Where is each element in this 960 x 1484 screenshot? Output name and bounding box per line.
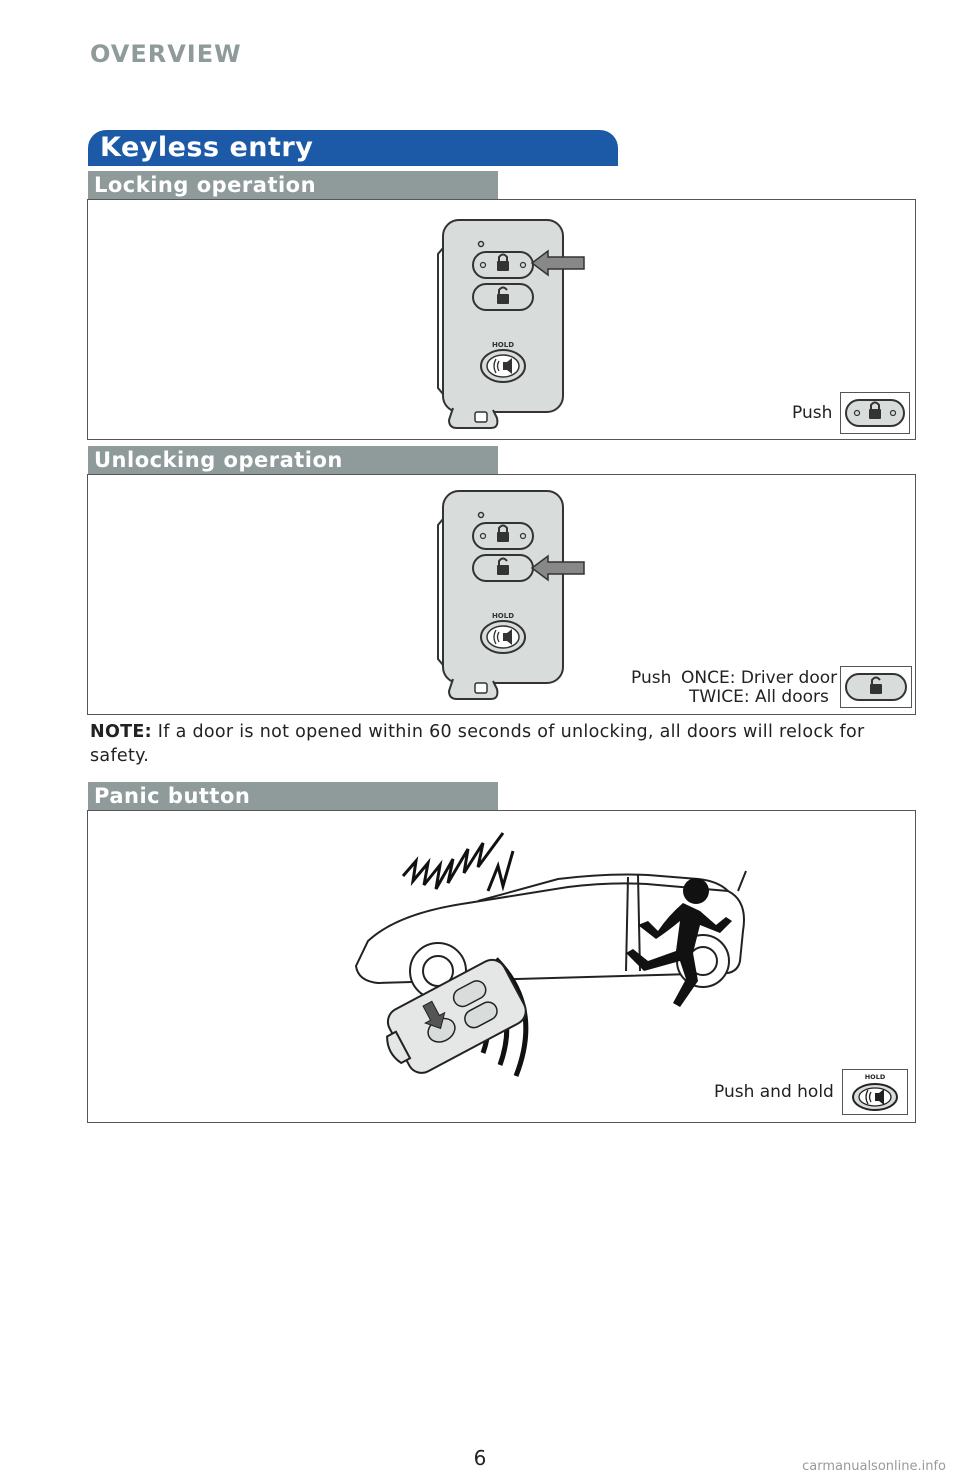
key-fob-icon: HOLD <box>437 219 564 429</box>
panic-alarm-icon <box>493 629 512 645</box>
panic-alarm-icon <box>865 1089 884 1105</box>
panic-alarm-icon <box>493 358 512 374</box>
alarm-sound-marks <box>401 832 515 892</box>
unlock-icon <box>870 676 882 694</box>
arrow-left-icon <box>530 554 585 582</box>
section-header: OVERVIEW <box>90 40 242 68</box>
lock-button-reference <box>840 392 910 434</box>
hold-label: HOLD <box>492 341 514 349</box>
unlocking-panel: HOLD Push ONCE: Driver door TWICE: All d… <box>87 474 916 715</box>
lock-icon <box>497 524 509 542</box>
locking-panel: HOLD Push <box>87 199 916 440</box>
page-title: Keyless entry <box>88 130 618 166</box>
lock-icon <box>497 253 509 271</box>
key-fob-icon: HOLD <box>437 490 564 700</box>
locking-section-title: Locking operation <box>88 171 498 199</box>
unlock-button-reference <box>840 666 912 708</box>
key-fob-unlock-illustration: HOLD <box>437 490 564 700</box>
page-number: 6 <box>473 1446 487 1470</box>
lock-icon <box>869 401 881 419</box>
watermark: carmanualsonline.info <box>802 1459 946 1474</box>
unlock-icon <box>497 557 509 575</box>
unlock-instruction-push: Push <box>631 668 672 688</box>
panic-instruction: Push and hold <box>714 1082 834 1102</box>
hold-label: HOLD <box>865 1073 886 1081</box>
running-person <box>626 878 732 1007</box>
key-fob-icon <box>386 958 527 1074</box>
note-label: NOTE: <box>90 722 152 742</box>
hold-label: HOLD <box>492 612 514 620</box>
panic-car-illustration <box>354 832 747 1077</box>
unlocking-section-title: Unlocking operation <box>88 446 498 474</box>
unlock-instruction-once: ONCE: Driver door <box>681 668 838 688</box>
panic-section-title: Panic button <box>88 782 498 810</box>
arrow-left-icon <box>530 249 585 277</box>
key-fob-lock-illustration: HOLD <box>437 219 564 429</box>
unlock-icon <box>497 286 509 304</box>
panic-panel: Push and hold HOLD <box>87 810 916 1123</box>
safety-note: NOTE: If a door is not opened within 60 … <box>90 720 910 768</box>
lock-instruction: Push <box>792 403 833 423</box>
panic-button-reference: HOLD <box>842 1069 908 1115</box>
unlock-instruction-twice: TWICE: All doors <box>689 687 829 707</box>
note-text: If a door is not opened within 60 second… <box>90 722 865 766</box>
